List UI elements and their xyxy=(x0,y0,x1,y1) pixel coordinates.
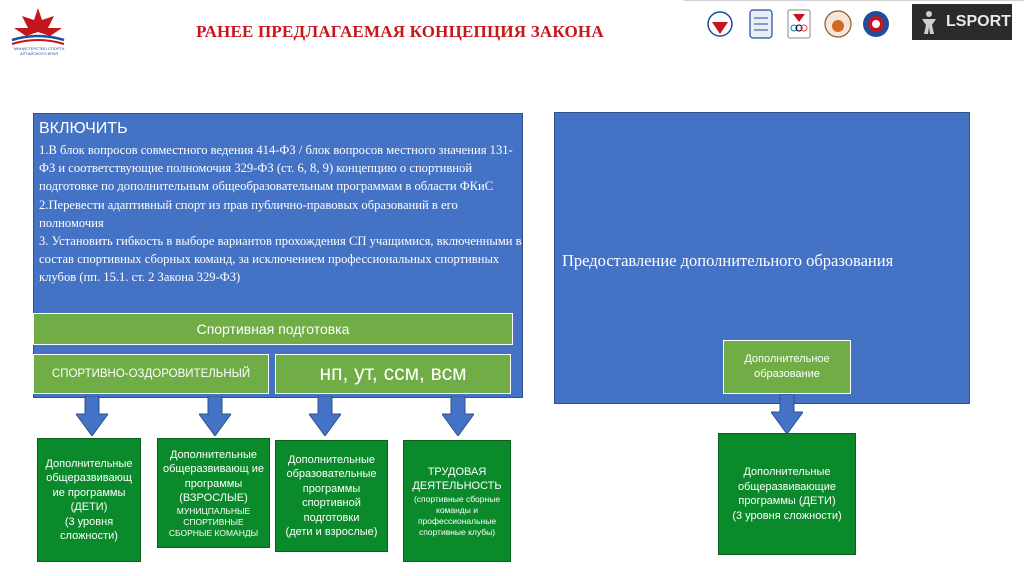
health-direction-bar: СПОРТИВНО-ОЗДОРОВИТЕЛЬНЫЙ xyxy=(33,354,269,394)
labor-activity-note: (спортивные сборные команды и профессион… xyxy=(413,493,501,537)
programs-children-note: (3 уровня сложности) xyxy=(60,515,118,543)
ministry-logo: МИНИСТЕРСТВО СПОРТА АЛТАЙСКОГО КРАЯ xyxy=(6,6,70,60)
sport-training-programs-title: Дополнительные образовательные программы… xyxy=(286,453,377,524)
down-arrow-icon xyxy=(442,396,474,436)
sport-school-icon xyxy=(863,11,889,37)
header-divider xyxy=(684,0,1024,1)
ministry-logo-caption: МИНИСТЕРСТВО СПОРТА АЛТАЙСКОГО КРАЯ xyxy=(13,46,65,56)
include-item-3: 3. Установить гибкость в выборе варианто… xyxy=(39,234,522,285)
programs-adults-title: Дополнительные общеразвивающ ие программ… xyxy=(162,448,265,505)
include-item-1: 1.В блок вопросов совместного ведения 41… xyxy=(39,143,513,194)
include-item-2: 2.Перевести адаптивный спорт из прав пуб… xyxy=(39,197,458,230)
lsport-label: LSPORT xyxy=(946,13,1011,30)
labor-activity-title: ТРУДОВАЯ ДЕЯТЕЛЬНОСТЬ xyxy=(412,465,502,493)
page-title: РАНЕЕ ПРЕДЛАГАЕМАЯ КОНЦЕПЦИЯ ЗАКОНА xyxy=(196,22,604,41)
include-block xyxy=(33,113,523,398)
partner-emblem-icon xyxy=(707,11,733,37)
right-programs-children-note: (3 уровня сложности) xyxy=(732,509,842,522)
sport-training-programs-box: Дополнительные образовательные программы… xyxy=(275,440,388,552)
right-programs-children-box: Дополнительные общеразвивающие программы… xyxy=(718,433,856,555)
include-heading: ВКЛЮЧИТЬ xyxy=(39,120,128,137)
training-levels-bar: нп, ут, ссм, всм xyxy=(275,354,511,394)
sport-training-bar: Спортивная подготовка xyxy=(33,313,513,345)
include-text: 1.В блок вопросов совместного ведения 41… xyxy=(39,141,523,287)
university-emblem-icon xyxy=(749,9,773,39)
programs-adults-note: МУНИЦПАЛЬНЫЕ СПОРТИВНЫЕ СБОРНЫЕ КОМАНДЫ xyxy=(168,505,259,538)
right-programs-children-title: Дополнительные общеразвивающие программы… xyxy=(737,466,836,507)
labor-activity-box: ТРУДОВАЯ ДЕЯТЕЛЬНОСТЬ (спортивные сборны… xyxy=(403,440,511,562)
down-arrow-icon xyxy=(199,396,231,436)
down-arrow-icon xyxy=(771,394,803,434)
olympic-committee-icon xyxy=(787,9,811,39)
partner-logos xyxy=(704,4,1020,44)
down-arrow-icon xyxy=(76,396,108,436)
additional-education-bar: Дополнительное образование xyxy=(723,340,851,394)
sport-training-programs-note: (дети и взрослые) xyxy=(285,526,378,538)
programs-children-title: Дополнительные общеразвивающ ие программ… xyxy=(45,457,133,514)
additional-education-text: Предоставление дополнительного образован… xyxy=(562,251,894,270)
lsport-logo: LSPORT xyxy=(912,4,1012,40)
programs-adults-box: Дополнительные общеразвивающ ие программ… xyxy=(157,438,270,548)
programs-children-box: Дополнительные общеразвивающ ие программ… xyxy=(37,438,141,562)
down-arrow-icon xyxy=(309,396,341,436)
basketball-club-icon xyxy=(824,10,852,38)
athlete-icon xyxy=(922,11,936,34)
